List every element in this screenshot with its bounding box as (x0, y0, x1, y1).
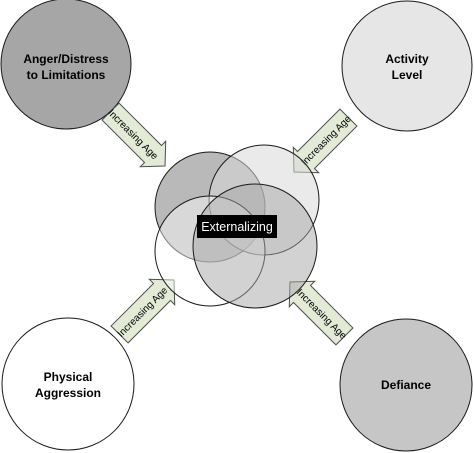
center-label-background (197, 215, 277, 238)
arrow-bottom-right-label: Increasing Age (294, 287, 349, 342)
node-physical-aggression: Physical Aggression (1, 317, 135, 451)
arrow-top-right-label: Increasing Age (299, 113, 354, 168)
node-physical-aggression-label-line1: Physical (44, 370, 93, 384)
node-anger-distress-circle (0, 0, 132, 130)
node-activity-level-label-line2: Level (392, 68, 423, 82)
node-physical-aggression-label-line2: Aggression (35, 386, 101, 400)
center-label-text: Externalizing (201, 220, 273, 234)
node-activity-level-label-line1: Activity (385, 52, 429, 66)
node-anger-distress: Anger/Distress to Limitations (0, 0, 132, 130)
arrow-bottom-left-label: Increasing Age (116, 285, 171, 340)
node-activity-level: Activity Level (341, 0, 473, 132)
node-anger-distress-label-line2: to Limitations (27, 68, 106, 82)
arrow-top-left-label: Increasing Age (105, 108, 160, 163)
node-defiance-label: Defiance (381, 378, 431, 392)
venn-circle-bottom-right (192, 183, 318, 309)
arrow-top-left: Increasing Age (101, 102, 167, 168)
node-anger-distress-label-line1: Anger/Distress (23, 52, 109, 66)
node-activity-level-circle (341, 0, 473, 132)
arrow-top-left-shape (101, 102, 167, 168)
node-defiance: Defiance (339, 318, 473, 452)
node-defiance-circle (339, 318, 473, 452)
node-physical-aggression-circle (1, 317, 135, 451)
center-label-box: Externalizing (197, 215, 277, 238)
